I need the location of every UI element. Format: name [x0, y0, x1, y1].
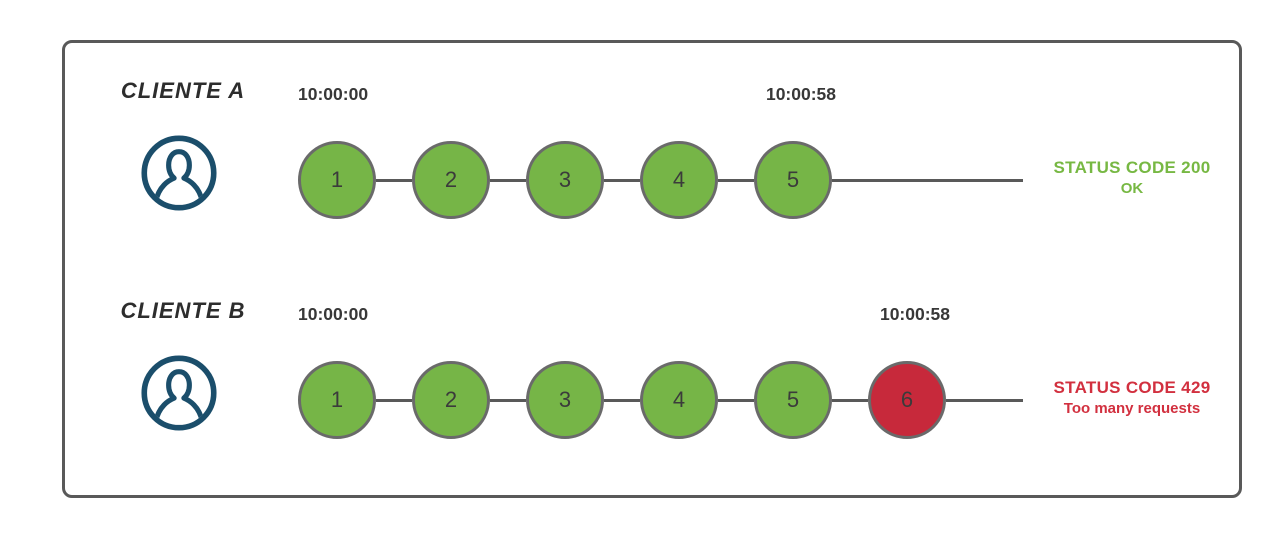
status-code-label: STATUS CODE 200 — [1053, 158, 1211, 177]
timeline-connector-line — [376, 178, 412, 182]
timeline-connector-line — [718, 398, 754, 402]
status-text: STATUS CODE 429 Too many requests — [1028, 377, 1236, 419]
request-circle-success: 4 — [640, 141, 718, 219]
status-message-label: Too many requests — [1063, 400, 1201, 418]
timeline-connector-line — [376, 398, 412, 402]
end-time-label: 10:00:58 — [879, 304, 951, 324]
request-circle-success: 5 — [754, 361, 832, 439]
request-circle-success: 3 — [526, 361, 604, 439]
timeline-tail-line — [946, 398, 1023, 402]
request-circle-success: 1 — [298, 141, 376, 219]
status-text: STATUS CODE 200 OK — [1028, 157, 1236, 199]
request-circle-success: 2 — [412, 141, 490, 219]
timeline-connector-line — [718, 178, 754, 182]
client-name-label: CLIENTE A — [120, 78, 246, 103]
timeline-connector-line — [604, 398, 640, 402]
request-circle-success: 5 — [754, 141, 832, 219]
request-circle-success: 3 — [526, 141, 604, 219]
timeline-tail-line — [832, 178, 1023, 182]
request-circle-success: 4 — [640, 361, 718, 439]
request-circle-error: 6 — [868, 361, 946, 439]
client-name-label: CLIENTE B — [120, 298, 246, 323]
status-code-label: STATUS CODE 429 — [1053, 378, 1211, 397]
end-time-label: 10:00:58 — [765, 84, 837, 104]
status-message-label: OK — [1120, 180, 1144, 198]
start-time-label: 10:00:00 — [298, 84, 369, 104]
start-time-label: 10:00:00 — [298, 304, 369, 324]
timeline-connector-line — [604, 178, 640, 182]
user-avatar-icon — [140, 134, 218, 212]
request-circle-success: 1 — [298, 361, 376, 439]
user-avatar-icon — [140, 354, 218, 432]
timeline-connector-line — [832, 398, 868, 402]
request-circle-success: 2 — [412, 361, 490, 439]
timeline-connector-line — [490, 398, 526, 402]
timeline-connector-line — [490, 178, 526, 182]
